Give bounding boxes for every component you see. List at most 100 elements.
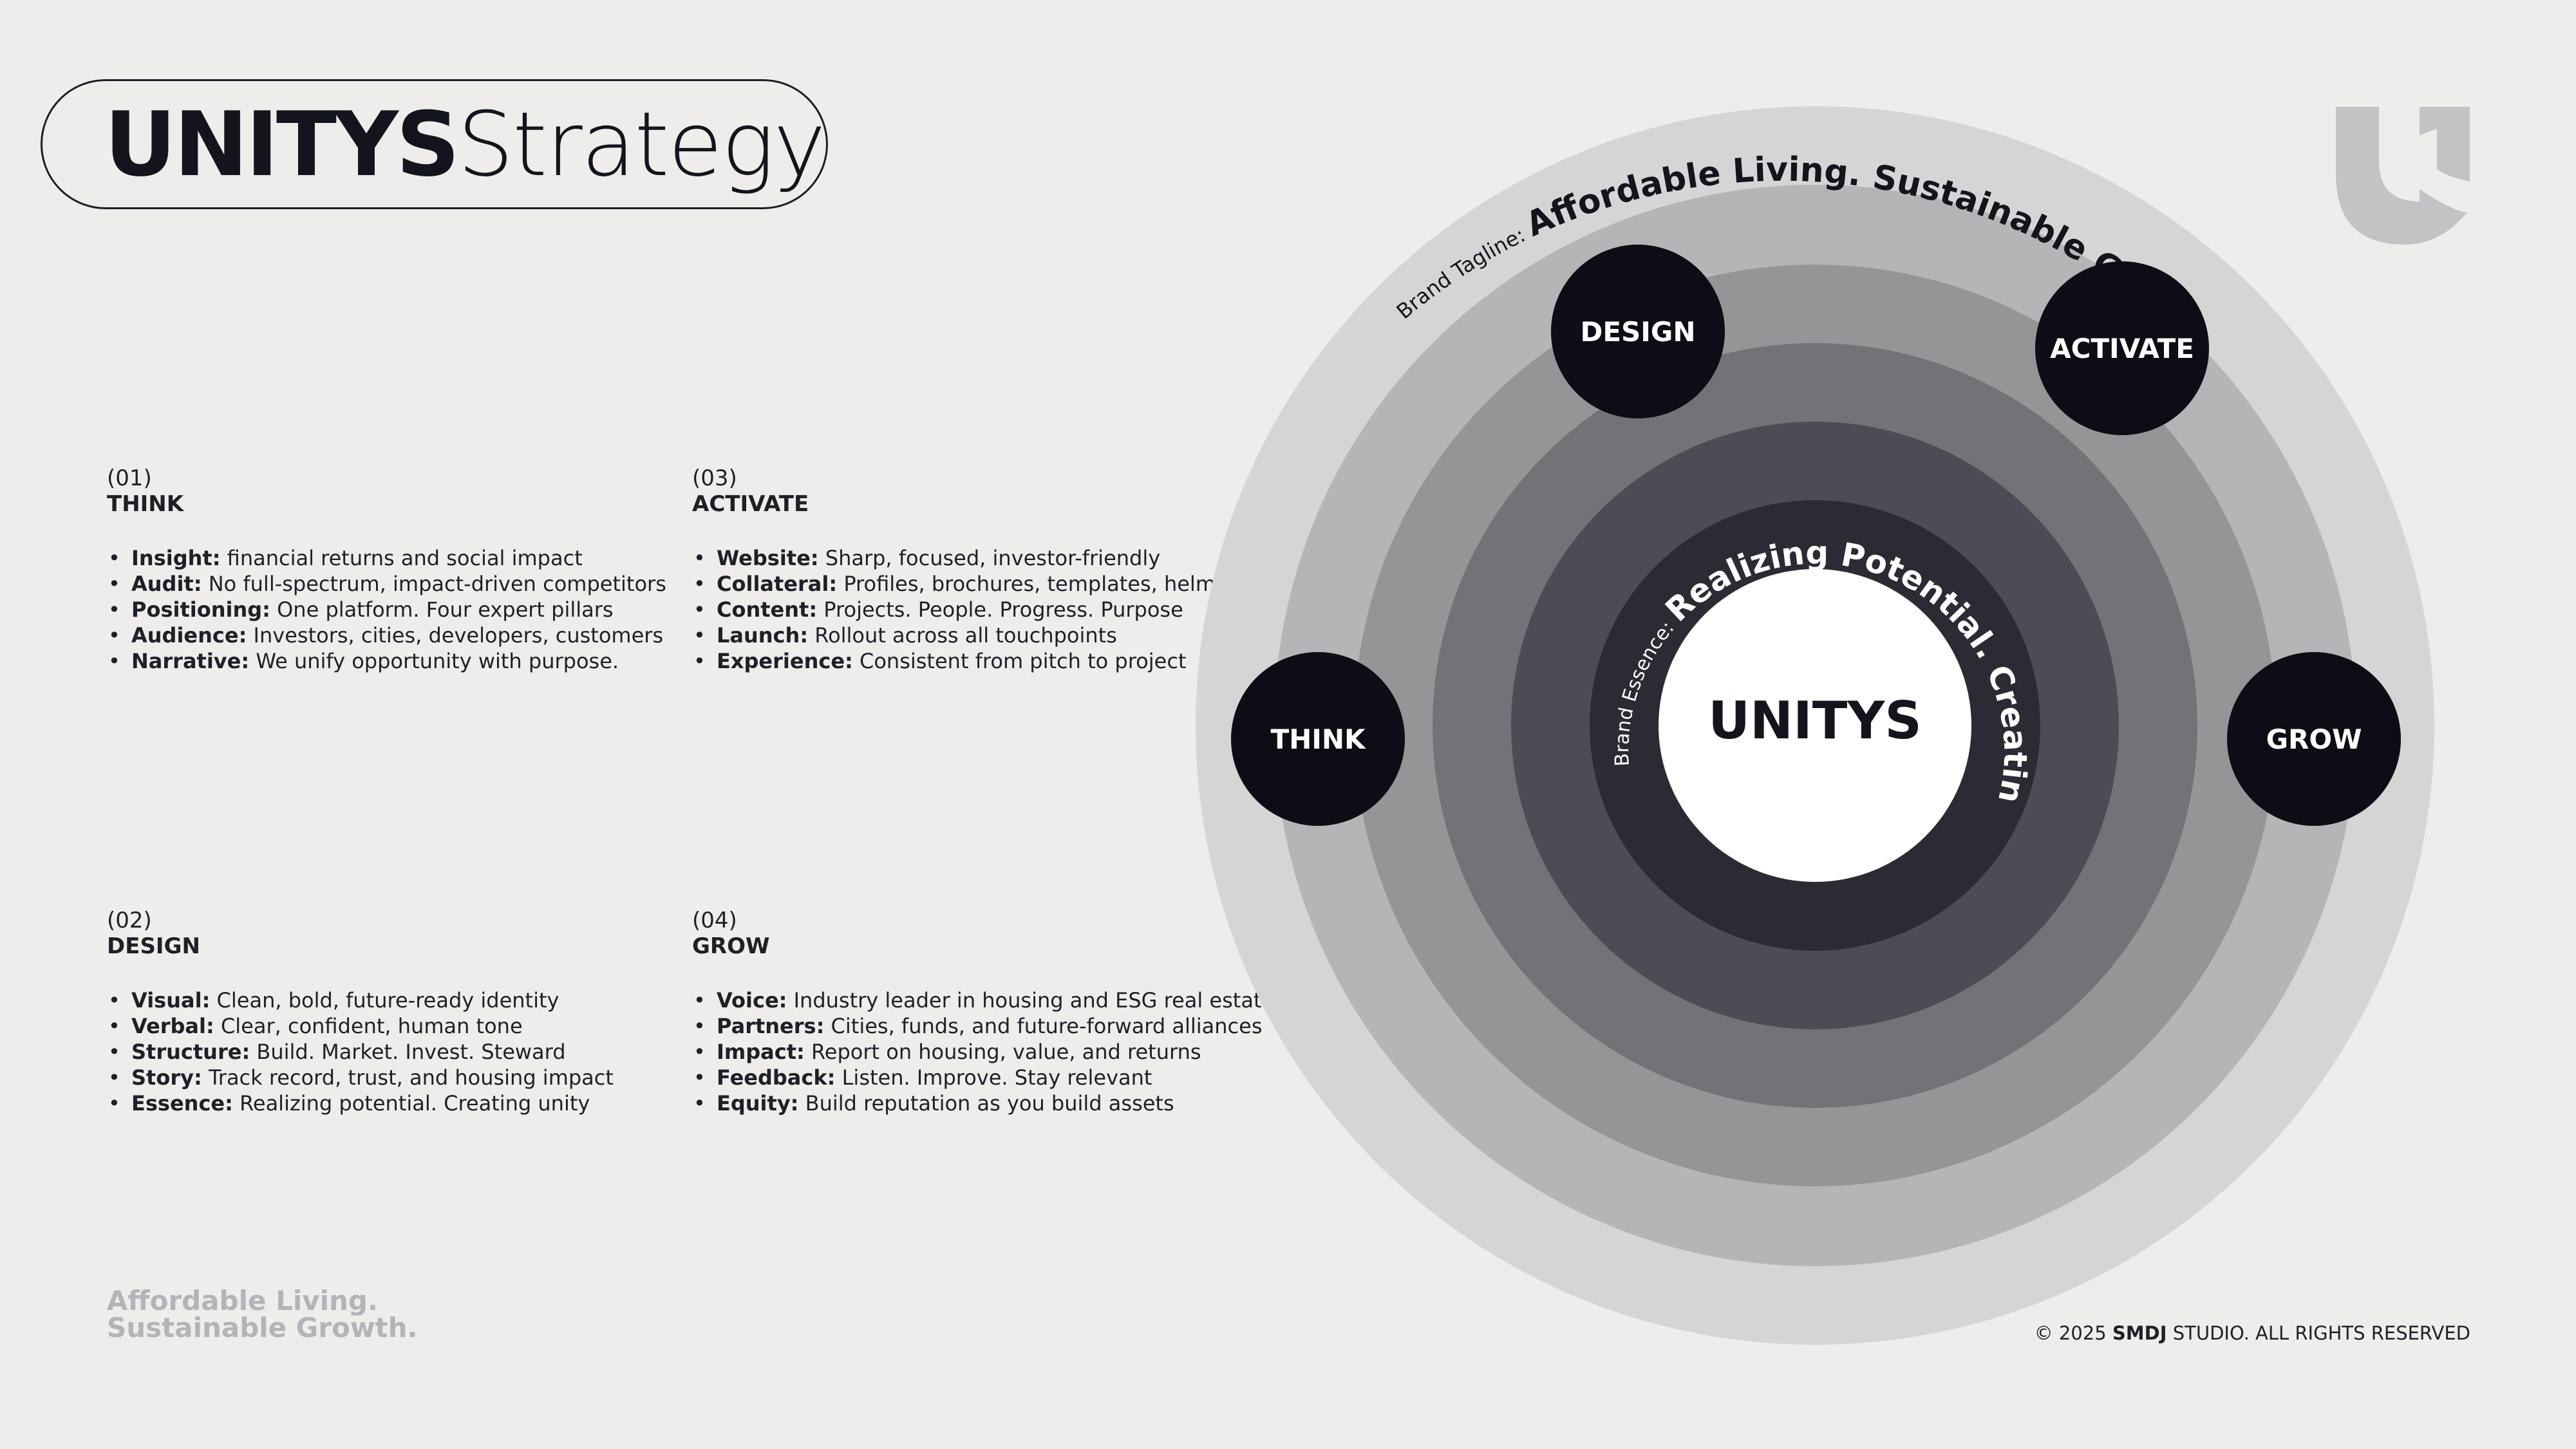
bullet-icon: • [108, 546, 120, 570]
item-label: Launch: [717, 623, 809, 648]
bullet-icon: • [108, 988, 120, 1013]
item-label: Impact: [717, 1040, 805, 1064]
item-label: Positioning: [131, 597, 270, 622]
bullet-icon: • [108, 1091, 120, 1116]
section-number: (04) [692, 908, 737, 933]
copyright-brand: SMDJ [2112, 1322, 2167, 1344]
node-activate-label: ACTIVATE [2050, 333, 2194, 364]
item-text: Sharp, focused, investor-friendly [818, 546, 1161, 570]
item-text: Rollout across all touchpoints [808, 623, 1117, 648]
item-label: Narrative: [131, 649, 250, 673]
list-item: •Narrative: We unify opportunity with pu… [107, 648, 673, 674]
list-item: • Audience: Investors, cities, developers… [107, 622, 673, 648]
list-item: • Launch: Rollout across all touchpoints [692, 622, 1259, 648]
list-item: •Positioning: One platform. Four expert … [107, 597, 673, 622]
item-label: Visual: [131, 988, 211, 1013]
item-label: Insight: [131, 546, 221, 570]
list-item: •Story: Track record, trust, and housing… [107, 1065, 673, 1090]
unitys-u-logo-icon [2336, 107, 2470, 245]
section-number: (02) [107, 908, 152, 933]
list-item: • Visual: Clean, bold, future-ready ident… [107, 987, 673, 1013]
node-grow-circle [2227, 652, 2401, 826]
item-label: Audit: [131, 572, 202, 596]
item-text: Build reputation as you build assets [798, 1091, 1174, 1116]
bullet-icon: • [693, 546, 706, 570]
node-think-label: THINK [1270, 724, 1366, 755]
bullet-icon: • [108, 623, 120, 648]
bullet-icon: • [693, 988, 706, 1013]
item-text: Investors, cities, developers, customers [247, 623, 664, 648]
copyright: © 2025 SMDJ STUDIO. ALL RIGHTS RESERVED [2035, 1322, 2470, 1344]
section-list: •Voice: Industry leader in housing and E… [692, 987, 1274, 1116]
logo-arrow-shape [2420, 107, 2470, 182]
list-item: •Essence: Realizing potential. Creating … [107, 1090, 673, 1116]
bullet-icon: • [693, 649, 706, 673]
section-think: (01) THINK • Insight: financial returns a… [107, 465, 673, 674]
node-design-circle [1551, 245, 1725, 418]
copyright-prefix: © 2025 [2034, 1322, 2112, 1344]
title-bold: UNITYS [104, 92, 460, 196]
item-text: Listen. Improve. Stay relevant [835, 1065, 1152, 1090]
logo-u-shape [2336, 107, 2467, 245]
list-item: •Equity: Build reputation as you build a… [692, 1090, 1259, 1116]
list-item: •Impact: Report on housing, value, and r… [692, 1039, 1259, 1065]
node-think: THINK [1231, 652, 1405, 826]
section-heading: GROW [692, 933, 770, 959]
node-grow: GROW [2227, 652, 2401, 826]
item-label: Experience: [717, 649, 853, 673]
list-item: •Experience: Consistent from pitch to pr… [692, 648, 1259, 674]
section-heading: THINK [107, 491, 184, 517]
list-item: • Audit: No full-spectrum, impact-driven … [107, 571, 673, 597]
item-label: Collateral: [717, 572, 838, 596]
item-label: Content: [717, 597, 818, 622]
node-design: DESIGN [1551, 245, 1725, 418]
section-number: (03) [692, 465, 737, 491]
bullet-icon: • [108, 597, 120, 622]
item-text: Cities, funds, and future-forward allian… [824, 1014, 1263, 1038]
section-grow: (04) GROW •Voice: Industry leader in hou… [692, 908, 1274, 1116]
bullet-icon: • [693, 1014, 706, 1038]
item-text: Build. Market. Invest. Steward [250, 1040, 566, 1064]
section-number: (01) [107, 465, 152, 491]
node-grow-label: GROW [2266, 724, 2362, 755]
bullet-icon: • [108, 1014, 120, 1038]
item-text: Realizing potential. Creating unity [232, 1091, 590, 1116]
item-text: Track record, trust, and housing impact [202, 1065, 614, 1090]
section-list: • Visual: Clean, bold, future-ready ident… [107, 987, 673, 1116]
bullet-icon: • [693, 572, 706, 596]
bullet-icon: • [693, 1040, 706, 1064]
item-label: Website: [717, 546, 819, 570]
node-think-circle [1231, 652, 1405, 826]
section-activate: (03) ACTIVATE •Website: Sharp, focused, … [692, 465, 1259, 674]
bullet-icon: • [693, 597, 706, 622]
bullet-icon: • [108, 1040, 120, 1064]
item-label: Audience: [131, 623, 247, 648]
item-text: Clear, confident, human tone [214, 1014, 523, 1038]
item-label: Story: [131, 1065, 202, 1090]
item-label: Verbal: [131, 1014, 214, 1038]
bullet-icon: • [693, 623, 706, 648]
item-text: financial returns and social impact [220, 546, 583, 570]
list-item: • Insight: financial returns and social i… [107, 545, 673, 571]
item-label: Partners: [717, 1014, 825, 1038]
list-item: •Voice: Industry leader in housing and E… [692, 987, 1274, 1013]
section-design: (02) DESIGN •Visual: Clean, bold, future… [107, 908, 673, 1116]
section-list: • Insight: financial returns and social i… [107, 545, 673, 674]
bullet-icon: • [108, 572, 120, 596]
item-label: Equity: [717, 1091, 799, 1116]
title-light: Strategy [457, 92, 825, 196]
footer-tagline-line2: Sustainable Growth. [107, 1312, 418, 1343]
footer-tagline-line1: Affordable Living. [107, 1285, 378, 1316]
node-design-label: DESIGN [1580, 316, 1695, 348]
copyright-suffix: STUDIO. ALL RIGHTS RESERVED [2167, 1322, 2470, 1344]
list-item: •Collateral: Profiles, brochures, templa… [692, 571, 1259, 597]
node-activate: ACTIVATE [2035, 261, 2209, 435]
bullet-icon: • [693, 1065, 706, 1090]
item-text: No full-spectrum, impact-driven competit… [202, 572, 666, 596]
item-label: Feedback: [717, 1065, 836, 1090]
node-activate-circle [2035, 261, 2209, 435]
list-item: • Feedback: Listen. Improve. Stay relevan… [692, 1065, 1259, 1090]
item-text: Clean, bold, future-ready identity [210, 988, 559, 1013]
